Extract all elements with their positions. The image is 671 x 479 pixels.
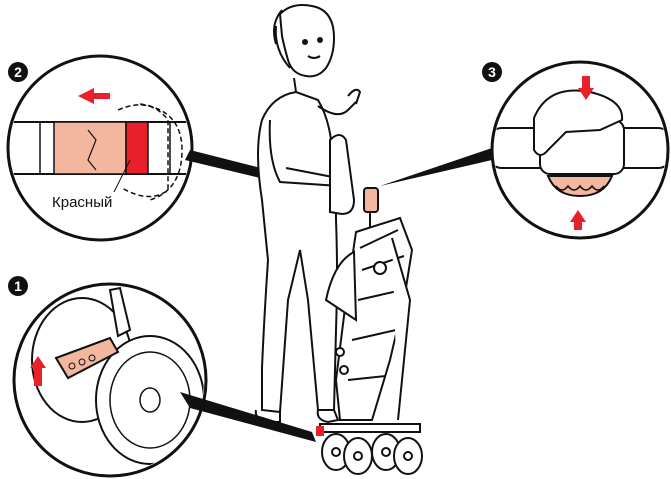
callout-wedge-1 (180, 392, 316, 442)
step-number-1: 1 (8, 276, 28, 296)
detail-circle-foot-lever (14, 284, 206, 476)
callout-wedge-3 (380, 148, 492, 186)
salmon-handle (364, 188, 378, 212)
stroller-wheels (322, 434, 422, 474)
step-number-3: 3 (482, 62, 502, 82)
detail-circle-squeeze-handle (488, 62, 671, 238)
red-label: Красный (52, 194, 112, 211)
salmon-sleeve (54, 122, 126, 174)
step-number-2: 2 (8, 62, 28, 82)
detail-circle-release-band (8, 56, 198, 240)
red-indicator (126, 122, 148, 174)
